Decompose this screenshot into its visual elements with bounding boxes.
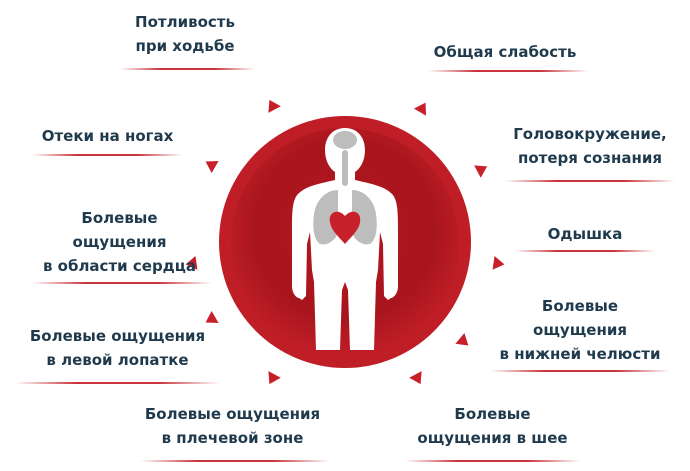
symptom-line: Общая слабость bbox=[433, 43, 577, 61]
arrow-icon bbox=[185, 255, 198, 270]
arrow-icon bbox=[413, 102, 427, 116]
symptom-dyspnea: Одышка bbox=[520, 222, 650, 246]
underline bbox=[140, 460, 330, 462]
symptom-dizziness: Головокружение, потеря сознания bbox=[500, 122, 680, 170]
left-lung-icon bbox=[313, 190, 338, 245]
symptom-line: в области сердца bbox=[42, 257, 197, 275]
symptom-line: в левой лопатке bbox=[46, 351, 189, 369]
arrow-icon bbox=[492, 255, 505, 270]
underline bbox=[120, 68, 255, 70]
symptom-line: в нижней челюсти bbox=[499, 345, 661, 363]
symptom-line: ощущения в шее bbox=[417, 429, 568, 447]
symptom-line: Болевые ощущения bbox=[144, 405, 321, 423]
symptom-line: Одышка bbox=[547, 225, 623, 243]
symptom-leg-edema: Отеки на ногах bbox=[25, 124, 190, 148]
right-lung-icon bbox=[352, 190, 377, 245]
symptom-jaw-pain: Болевые ощущения в нижней челюсти bbox=[480, 294, 680, 366]
symptom-line: Болевые ощущения bbox=[29, 327, 206, 345]
symptom-line: в плечевой зоне bbox=[161, 429, 304, 447]
arrow-icon bbox=[268, 371, 281, 385]
symptom-line: потеря сознания bbox=[517, 149, 663, 167]
underline bbox=[428, 70, 588, 72]
symptom-neck-pain: Болевые ощущения в шее bbox=[400, 402, 585, 450]
symptom-shoulder-blade-pain: Болевые ощущения в левой лопатке bbox=[5, 324, 230, 372]
arrow-group bbox=[185, 99, 505, 385]
underline bbox=[405, 460, 580, 462]
arrow-icon bbox=[474, 165, 488, 178]
underline bbox=[32, 154, 182, 156]
underline bbox=[515, 250, 655, 252]
symptom-sweating: Потливость при ходьбе bbox=[110, 10, 260, 58]
symptom-line: Потливость bbox=[135, 13, 235, 31]
human-body-silhouette-icon bbox=[292, 128, 398, 350]
symptom-line: Болевые bbox=[454, 405, 531, 423]
symptom-line: Головокружение, bbox=[513, 125, 667, 143]
underline bbox=[490, 370, 670, 372]
symptom-line: ощущения bbox=[533, 321, 627, 339]
symptom-line: ощущения bbox=[72, 233, 167, 251]
underline bbox=[505, 180, 675, 182]
trachea-icon bbox=[342, 150, 348, 186]
arrow-icon bbox=[205, 160, 219, 174]
symptom-heart-pain: Болевые ощущения в области сердца bbox=[22, 206, 217, 278]
symptom-shoulder-pain: Болевые ощущения в плечевой зоне bbox=[120, 402, 345, 450]
underline bbox=[15, 382, 220, 384]
heart-icon bbox=[329, 211, 361, 244]
arrow-icon bbox=[268, 99, 281, 113]
symptom-weakness: Общая слабость bbox=[420, 40, 590, 64]
symptom-line: Отеки на ногах bbox=[41, 127, 174, 145]
arrow-icon bbox=[205, 310, 219, 324]
arrow-icon bbox=[455, 333, 469, 346]
underline bbox=[32, 282, 212, 284]
brain-icon bbox=[333, 131, 357, 149]
arrow-icon bbox=[409, 371, 422, 385]
symptom-line: Болевые bbox=[541, 297, 619, 315]
symptom-line: при ходьбе bbox=[135, 37, 235, 55]
symptom-line: Болевые bbox=[81, 209, 158, 227]
